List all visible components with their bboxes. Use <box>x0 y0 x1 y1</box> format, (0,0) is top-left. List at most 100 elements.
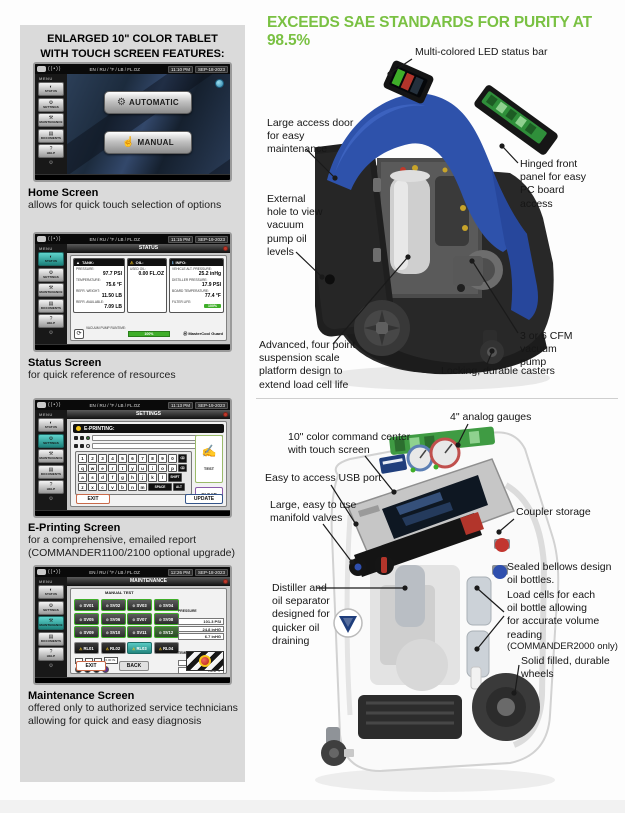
exit-button[interactable]: EXIT <box>76 661 106 671</box>
sidebar-item-status[interactable]: ◐STATUS <box>38 585 64 599</box>
sidebar-item-status[interactable]: ◐STATUS <box>38 82 64 96</box>
keyboard-key[interactable]: 5 <box>118 454 127 463</box>
keyboard-key[interactable]: 0 <box>168 454 177 463</box>
sidebar-item-help[interactable]: ?HELP <box>38 647 64 661</box>
keyboard-key[interactable]: s <box>88 473 97 482</box>
keyboard-key[interactable]: ALT <box>173 482 185 491</box>
radio-unselected[interactable] <box>86 444 90 448</box>
tank-icon: ▲ <box>76 260 80 265</box>
oil-title: OIL: <box>135 260 144 265</box>
rl-button[interactable]: RL02 <box>100 642 126 654</box>
sidebar-item-documents[interactable]: ▤DOCUMENTS <box>38 298 64 313</box>
keyboard-key[interactable]: 1 <box>78 454 87 463</box>
keyboard-key[interactable]: w <box>88 463 97 472</box>
keyboard-key[interactable]: 2 <box>88 454 97 463</box>
sidebar-item-documents[interactable]: ▤DOCUMENTS <box>38 464 64 479</box>
sv-button[interactable]: SV06 <box>100 612 126 625</box>
keyboard-key[interactable]: c <box>98 482 107 491</box>
emergency-stop-button[interactable] <box>199 655 211 667</box>
sv-button[interactable]: SV02 <box>100 599 126 611</box>
panel-heading: ENLARGED 10" COLOR TABLET WITH TOUCH SCR… <box>40 33 225 61</box>
sidebar-item-settings[interactable]: ⚙SETTINGS <box>38 600 64 615</box>
automatic-button[interactable]: ⚙ AUTOMATIC <box>104 91 192 114</box>
refresh-icon[interactable]: ⟳ <box>74 329 84 339</box>
sidebar-item-settings[interactable]: ⚙SETTINGS <box>38 97 64 112</box>
tablet-sidebar: MENU ◐STATUS ⚙SETTINGS ⚒MAINTENANCE ▤DOC… <box>35 577 67 677</box>
sidebar-item-status[interactable]: ◐STATUS <box>38 418 64 432</box>
sv-button[interactable]: SV09 <box>74 626 99 638</box>
keyboard-key[interactable]: y <box>128 463 137 472</box>
machine-bottom-illustration <box>315 426 560 792</box>
keyboard-key[interactable]: a <box>78 473 87 482</box>
manual-button[interactable]: ☝ MANUAL <box>104 131 192 154</box>
keyboard-key[interactable]: ⌫ <box>178 454 187 463</box>
sv-button[interactable]: SV10 <box>100 626 126 638</box>
update-button[interactable]: UPDATE <box>185 494 223 504</box>
back-button[interactable]: BACK <box>119 661 149 671</box>
sidebar-item-status[interactable]: ◐STATUS <box>38 252 64 266</box>
eprinting-header: E-PRINTING: <box>73 424 224 433</box>
sv-button[interactable]: SV03 <box>127 599 152 611</box>
sv-button[interactable]: SV04 <box>153 599 179 611</box>
keyboard-key[interactable]: l <box>158 473 167 482</box>
keyboard-key[interactable]: ⌫ <box>178 463 187 472</box>
keyboard-key[interactable]: 7 <box>138 454 147 463</box>
close-icon[interactable] <box>223 579 228 584</box>
sidebar-item-settings[interactable]: ⚙SETTINGS <box>38 433 64 448</box>
sidebar-item-documents[interactable]: ▤DOCUMENTS <box>38 631 64 646</box>
keyboard-key[interactable]: SHIFT <box>168 473 182 482</box>
keyboard-key[interactable]: e <box>98 463 107 472</box>
sidebar-item-maintenance[interactable]: ⚒MAINTENANCE <box>38 449 64 463</box>
close-icon[interactable] <box>223 412 228 417</box>
keyboard-key[interactable]: u <box>138 463 147 472</box>
exit-button[interactable]: EXIT <box>76 494 110 504</box>
radio-selected[interactable] <box>86 436 90 440</box>
keyboard-key[interactable]: z <box>78 482 87 491</box>
sidebar-item-documents[interactable]: ▤DOCUMENTS <box>38 128 64 143</box>
keyboard-key[interactable]: r <box>108 463 117 472</box>
keyboard-key[interactable]: g <box>118 473 127 482</box>
sidebar-item-help[interactable]: ?HELP <box>38 480 64 494</box>
time-chip: 12:26 PM <box>167 568 193 576</box>
rl-button[interactable]: RL01 <box>74 642 99 654</box>
sv-button[interactable]: SV12 <box>153 626 179 638</box>
keyboard-key[interactable]: h <box>128 473 137 482</box>
keyboard-key[interactable]: f <box>108 473 117 482</box>
rl-button[interactable]: RL03 <box>127 642 152 654</box>
sv-button[interactable]: SV11 <box>127 626 152 638</box>
keyboard-key[interactable]: m <box>138 482 147 491</box>
keyboard-key[interactable]: x <box>88 482 97 491</box>
keyboard-key[interactable]: 8 <box>148 454 157 463</box>
keyboard-key[interactable]: o <box>158 463 167 472</box>
close-icon[interactable] <box>223 246 228 251</box>
keyboard-key[interactable]: 6 <box>128 454 137 463</box>
test-button[interactable]: ✍TEST <box>195 435 223 483</box>
keyboard-key[interactable]: SPACE <box>148 482 172 491</box>
keyboard-key[interactable]: v <box>108 482 117 491</box>
sidebar-item-help[interactable]: ?HELP <box>38 314 64 328</box>
keyboard-key[interactable]: t <box>118 463 127 472</box>
keyboard-key[interactable]: b <box>118 482 127 491</box>
sv-button[interactable]: SV01 <box>74 599 99 611</box>
sv-button[interactable]: SV08 <box>153 612 179 625</box>
sidebar-item-maintenance[interactable]: ⚒MAINTENANCE <box>38 283 64 297</box>
sidebar-item-label: HELP <box>46 151 56 155</box>
sidebar-item-help[interactable]: ?HELP <box>38 144 64 158</box>
keyboard-key[interactable]: 9 <box>158 454 167 463</box>
rl-button[interactable]: RL04 <box>153 642 179 654</box>
keyboard-key[interactable]: 3 <box>98 454 107 463</box>
keyboard-key[interactable]: q <box>78 463 87 472</box>
keyboard-key[interactable]: k <box>148 473 157 482</box>
keyboard-key[interactable]: i <box>148 463 157 472</box>
keyboard-key[interactable]: n <box>128 482 137 491</box>
keyboard-key[interactable]: j <box>138 473 147 482</box>
sv-button[interactable]: SV07 <box>127 612 152 625</box>
sv-button[interactable]: SV05 <box>74 612 99 625</box>
keyboard-key[interactable]: d <box>98 473 107 482</box>
keyboard-key[interactable]: 4 <box>108 454 117 463</box>
sidebar-item-settings[interactable]: ⚙SETTINGS <box>38 267 64 282</box>
sidebar-item-maintenance[interactable]: ⚒MAINTENANCE <box>38 113 64 127</box>
stat-label: REFR. AVAILABLE: <box>76 300 104 304</box>
sidebar-item-maintenance[interactable]: ⚒MAINTENANCE <box>38 616 64 630</box>
keyboard-key[interactable]: p <box>168 463 177 472</box>
